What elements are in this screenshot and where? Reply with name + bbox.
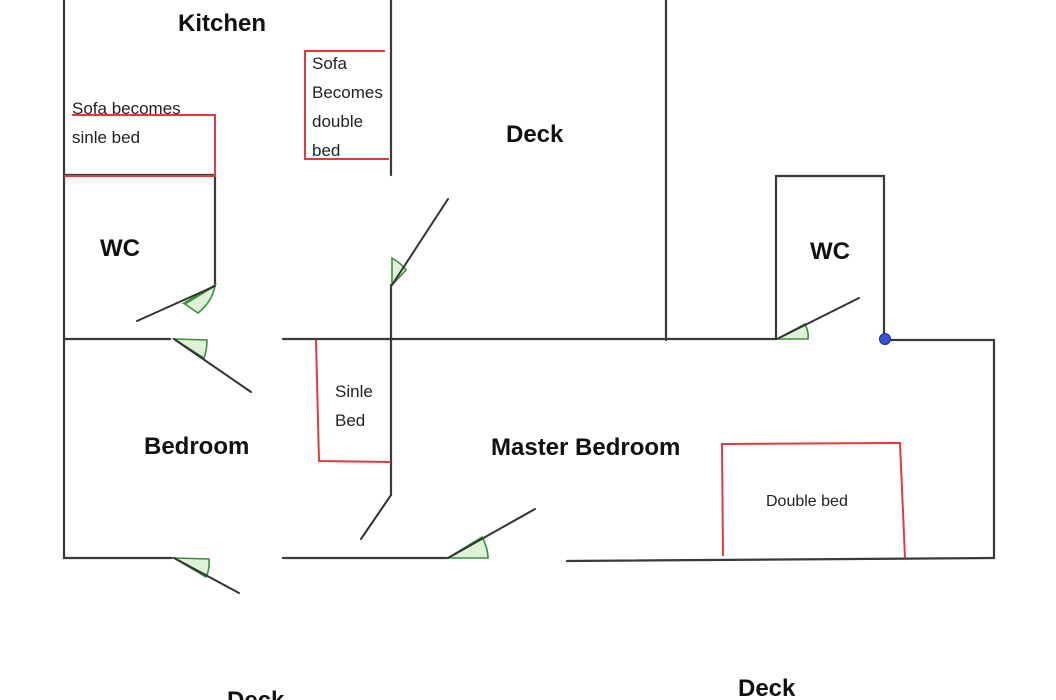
door-leaf: [391, 198, 449, 286]
sofa-single-outline: [64, 114, 216, 177]
label-kitchen: Kitchen: [178, 10, 266, 37]
note-sofa-double-line3: double: [312, 112, 363, 131]
door-single-bed: [360, 494, 392, 540]
door-wc-left: [136, 282, 218, 322]
door-leaf: [173, 557, 240, 594]
label-deck-top: Deck: [506, 121, 564, 148]
door-swing-arc-fill: [183, 284, 217, 314]
single-bed-outline: [315, 339, 392, 463]
door-master-bottom: [445, 508, 536, 559]
door-leaf: [447, 508, 536, 559]
note-sofa-single-line1: Sofa becomes: [72, 99, 181, 118]
label-deck-bottom-left: Deck: [227, 687, 285, 700]
doors: [136, 198, 860, 594]
label-wc-left: WC: [100, 235, 140, 262]
door-leaf: [136, 285, 216, 322]
note-sofa-single-line2: sinle bed: [72, 128, 140, 147]
label-master-bedroom: Master Bedroom: [491, 434, 680, 461]
label-wc-right: WC: [810, 238, 850, 265]
note-sofa-double-line4: bed: [312, 141, 340, 160]
wall-wc-right-box: [774, 174, 886, 342]
double-bed-outline: [720, 441, 906, 559]
door-leaf: [173, 338, 252, 393]
note-single-bed-line2: Bed: [335, 411, 365, 430]
label-deck-bottom-right: Deck: [738, 675, 796, 700]
furniture-outlines: [64, 50, 906, 559]
door-leaf: [776, 297, 860, 340]
label-bedroom: Bedroom: [144, 433, 249, 460]
wall-bottom-right: [565, 556, 996, 563]
door-bedroom-top: [171, 338, 252, 393]
sofa-double-outline: [304, 50, 389, 160]
note-sofa-double-line2: Becomes: [312, 83, 383, 102]
door-wc-right: [776, 297, 860, 340]
note-sofa-double-line1: Sofa: [312, 54, 348, 73]
walls: [62, 0, 996, 563]
furniture-labels: Sofa becomes sinle bed Sofa Becomes doub…: [72, 54, 848, 510]
door-leaf: [360, 494, 392, 540]
door-kitchen-deck: [391, 198, 449, 288]
room-labels: Kitchen Deck WC WC Bedroom Master Bedroo…: [100, 10, 850, 700]
door-bedroom-bottom: [170, 557, 240, 594]
corner-marker: [879, 333, 891, 345]
note-single-bed-line1: Sinle: [335, 382, 373, 401]
note-double-bed: Double bed: [766, 493, 848, 510]
